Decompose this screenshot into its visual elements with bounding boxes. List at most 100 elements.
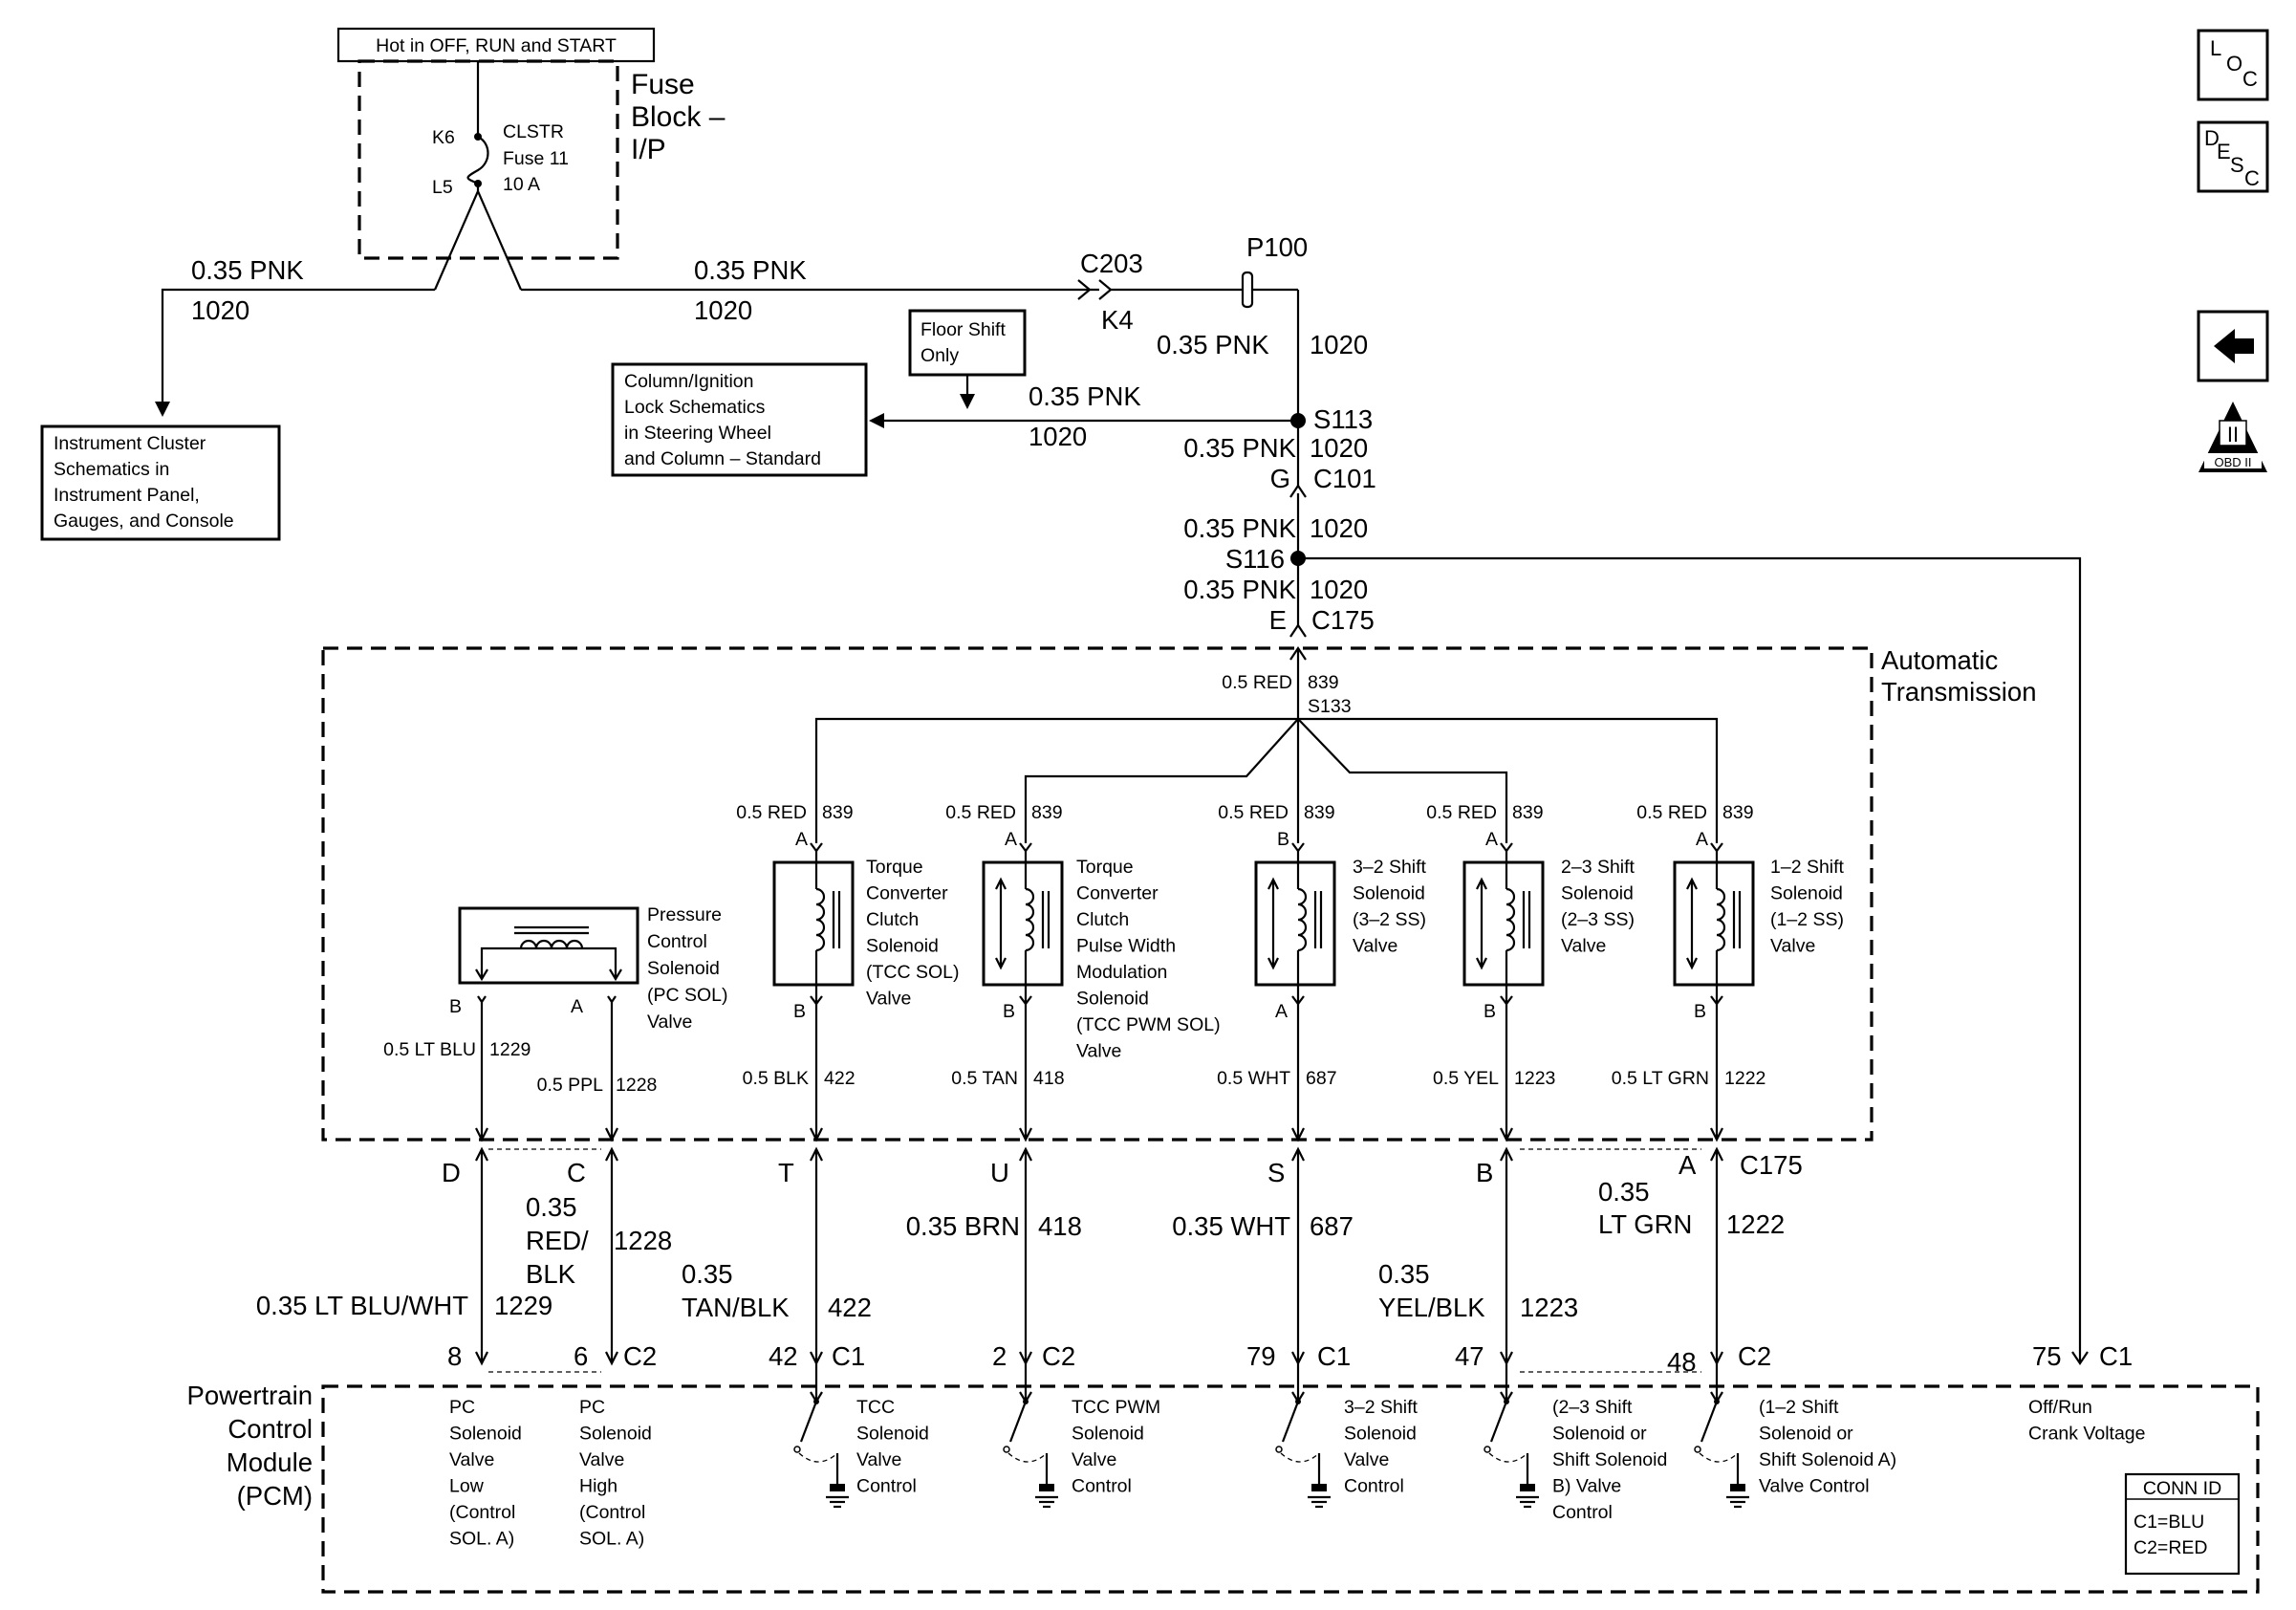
solenoid-out-circuit: 422 xyxy=(824,1068,856,1089)
solenoid-feed-circuit: 839 xyxy=(822,802,854,823)
coil-icon xyxy=(815,887,826,952)
pcm-pin-6-conn: C2 xyxy=(623,1341,657,1371)
splice-s113: S113 xyxy=(1313,404,1373,434)
wire-c-circuit: 1228 xyxy=(614,1226,672,1255)
pc-solenoid-icon xyxy=(458,906,639,1004)
solenoid-name-line: Valve xyxy=(1561,936,1606,957)
solenoid-coil-icon xyxy=(982,860,1064,987)
pcm-desc-ss23: Solenoid or xyxy=(1552,1424,1647,1445)
wire-b-circuit: 1223 xyxy=(1520,1293,1578,1322)
connector-c101-icon xyxy=(1289,484,1307,498)
arrow-down-icon xyxy=(605,1127,618,1142)
pcm-label-1: Powertrain xyxy=(187,1381,313,1410)
pc-a-color: 0.5 PPL xyxy=(537,1075,604,1096)
pcm-desc-pc-high: Solenoid xyxy=(579,1424,652,1445)
wire-p100-circuit: 1020 xyxy=(1310,330,1368,359)
solenoid-name-line: Torque xyxy=(866,857,923,878)
harness-pin-u: U xyxy=(990,1158,1009,1187)
description-icon[interactable]: D E S C xyxy=(2197,120,2269,193)
floor-shift-2: Only xyxy=(921,345,959,366)
solenoid-feed-color: 0.5 RED xyxy=(1636,802,1707,823)
pcm-label-4: (PCM) xyxy=(237,1481,313,1511)
coil-icon xyxy=(1025,887,1035,952)
pcm-desc-ss23: B) Valve xyxy=(1552,1476,1621,1497)
pcm-switches xyxy=(793,1363,1749,1509)
wire-s113-circuit: 1020 xyxy=(1310,433,1368,463)
wire-c101-color: 0.35 PNK xyxy=(1183,513,1296,543)
solenoid-name-line: Modulation xyxy=(1076,962,1167,983)
wire-c-color-1: 0.35 xyxy=(526,1192,577,1222)
solenoid-name-line: Solenoid xyxy=(866,936,939,957)
wire-t-color-2: TAN/BLK xyxy=(682,1293,790,1322)
arrow-up-icon xyxy=(995,877,1007,890)
pcm-desc-tcc-pwm: Valve xyxy=(1072,1449,1116,1470)
pcm-desc-tcc: Solenoid xyxy=(856,1424,929,1445)
connector-pin-icon xyxy=(1500,842,1513,853)
wire-b-color-2: YEL/BLK xyxy=(1378,1293,1485,1322)
desc-letter-d: D xyxy=(2204,126,2220,150)
location-icon[interactable]: L O C xyxy=(2197,29,2269,101)
harness-pin-s: S xyxy=(1267,1158,1285,1187)
pc-pin-a: A xyxy=(571,996,583,1017)
coil-icon xyxy=(1716,887,1726,952)
instrument-cluster-ref-3: Instrument Panel, xyxy=(54,485,200,506)
pcm-desc-ss12: Shift Solenoid A) xyxy=(1759,1449,1896,1470)
coil-icon xyxy=(1297,887,1308,952)
pcm-pin-2: 2 xyxy=(992,1341,1007,1371)
obd-ii-icon[interactable]: II OBD II xyxy=(2199,402,2267,472)
wire-t-color-1: 0.35 xyxy=(682,1259,733,1289)
transmission-outline xyxy=(321,646,1874,1142)
pcm-desc-pc-high: High xyxy=(579,1476,617,1497)
solenoid-name-line: (1–2 SS) xyxy=(1770,909,1844,930)
pcm-label-2: Control xyxy=(227,1414,313,1444)
solenoid-pin-bottom: B xyxy=(1694,1001,1706,1022)
fuse-block-label-1: Fuse xyxy=(631,69,695,100)
pcm-pin-42-conn: C1 xyxy=(832,1341,865,1371)
solenoid-name-line: Valve xyxy=(866,989,911,1010)
arrow-down-icon xyxy=(1710,1127,1723,1142)
pcm-desc-pc-high: Valve xyxy=(579,1449,624,1470)
back-arrow-icon[interactable] xyxy=(2197,310,2269,382)
column-ref-4: and Column – Standard xyxy=(624,448,821,469)
fuse-name: CLSTR xyxy=(503,121,564,142)
solenoid-feed-color: 0.5 RED xyxy=(736,802,807,823)
wire-mid-circuit: 1020 xyxy=(694,295,752,325)
wire-c-color-3: BLK xyxy=(526,1259,576,1289)
connector-c203: C203 xyxy=(1080,249,1143,278)
solenoid-out-circuit: 687 xyxy=(1306,1068,1337,1089)
solenoid-pin-top: A xyxy=(1696,829,1708,850)
solenoid-feed-circuit: 839 xyxy=(1512,802,1544,823)
pcm-desc-ss32: Valve xyxy=(1344,1449,1389,1470)
transmission-label-1: Automatic xyxy=(1881,645,1999,675)
arrow-left-icon xyxy=(869,413,884,428)
connector-c175: C175 xyxy=(1740,1150,1803,1180)
pcm-desc-pc-low: (Control xyxy=(449,1502,515,1523)
solenoid-coil-icon xyxy=(1462,860,1545,987)
pcm-pin-48: 48 xyxy=(1667,1347,1697,1377)
wire-to-instrument-cluster xyxy=(161,288,435,402)
instrument-cluster-ref-4: Gauges, and Console xyxy=(54,511,234,532)
instrument-cluster-ref-2: Schematics in xyxy=(54,459,169,480)
wire-d-color: 0.35 LT BLU/WHT xyxy=(256,1291,468,1320)
solenoid-name-line: 1–2 Shift xyxy=(1770,857,1845,878)
fuse-block-label-3: I/P xyxy=(631,134,666,165)
connector-pin-icon xyxy=(475,1351,488,1366)
solenoid-pin-bottom: B xyxy=(793,1001,806,1022)
loc-letter-o: O xyxy=(2226,52,2242,76)
pc-b-circuit: 1229 xyxy=(489,1039,531,1060)
solenoid-name-line: Solenoid xyxy=(1076,989,1149,1010)
solenoid-name-line: Clutch xyxy=(1076,909,1129,930)
solenoid-name-line: Valve xyxy=(1353,936,1397,957)
obd-text: OBD II xyxy=(2214,455,2251,469)
coil-icon xyxy=(1505,887,1516,952)
pcm-pin-47: 47 xyxy=(1455,1341,1484,1371)
connector-pin-icon xyxy=(1291,842,1305,853)
solenoid-pin-top: A xyxy=(795,829,808,850)
arrow-down-icon xyxy=(1686,957,1698,970)
pcm-desc-pc-low: PC xyxy=(449,1397,475,1418)
pcm-desc-ss23: Control xyxy=(1552,1502,1613,1523)
